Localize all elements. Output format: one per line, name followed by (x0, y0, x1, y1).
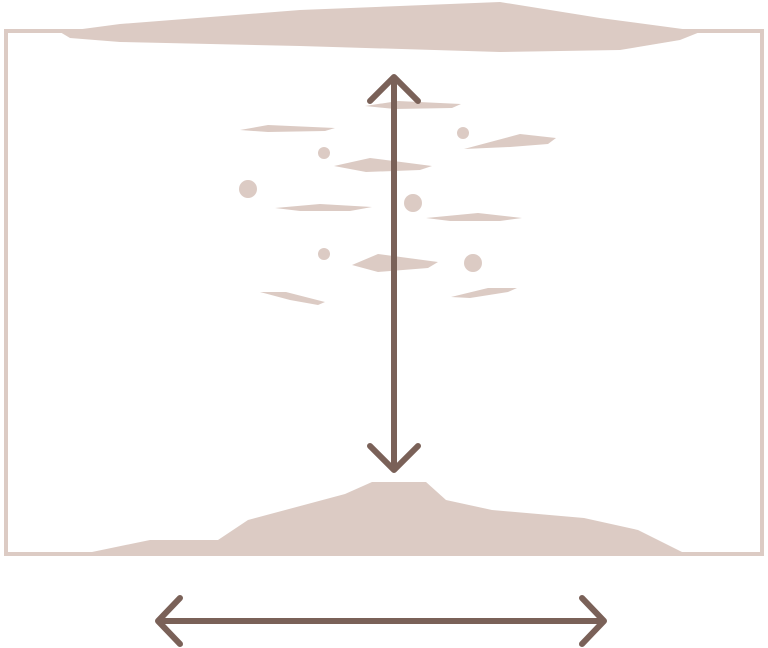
vertical-arrow-head-bottom (367, 443, 421, 473)
particle-streak (365, 101, 461, 109)
particle-cloud (239, 101, 556, 305)
vertical-arrow-head-top (367, 74, 421, 104)
horizontal-arrow-head-left (155, 595, 183, 647)
particle-streak (240, 125, 335, 132)
particle-dot (239, 180, 257, 198)
particle-streak (275, 204, 372, 211)
particle-streak (260, 292, 325, 305)
particle-dot (318, 248, 330, 260)
particle-dot (318, 147, 330, 159)
double-headed-horizontal-arrow-icon (155, 595, 607, 647)
particle-dot (464, 254, 482, 272)
particle-dot (404, 194, 422, 212)
particle-streak (426, 213, 522, 221)
top-slab (60, 2, 700, 52)
particle-streak (451, 288, 517, 298)
double-headed-vertical-arrow-icon (367, 74, 421, 473)
particle-dot (457, 127, 469, 139)
particle-streak (464, 134, 556, 149)
bottom-mound (92, 482, 682, 552)
container-frame (4, 29, 764, 556)
particle-streak (334, 158, 432, 172)
horizontal-arrow-head-right (579, 595, 607, 647)
